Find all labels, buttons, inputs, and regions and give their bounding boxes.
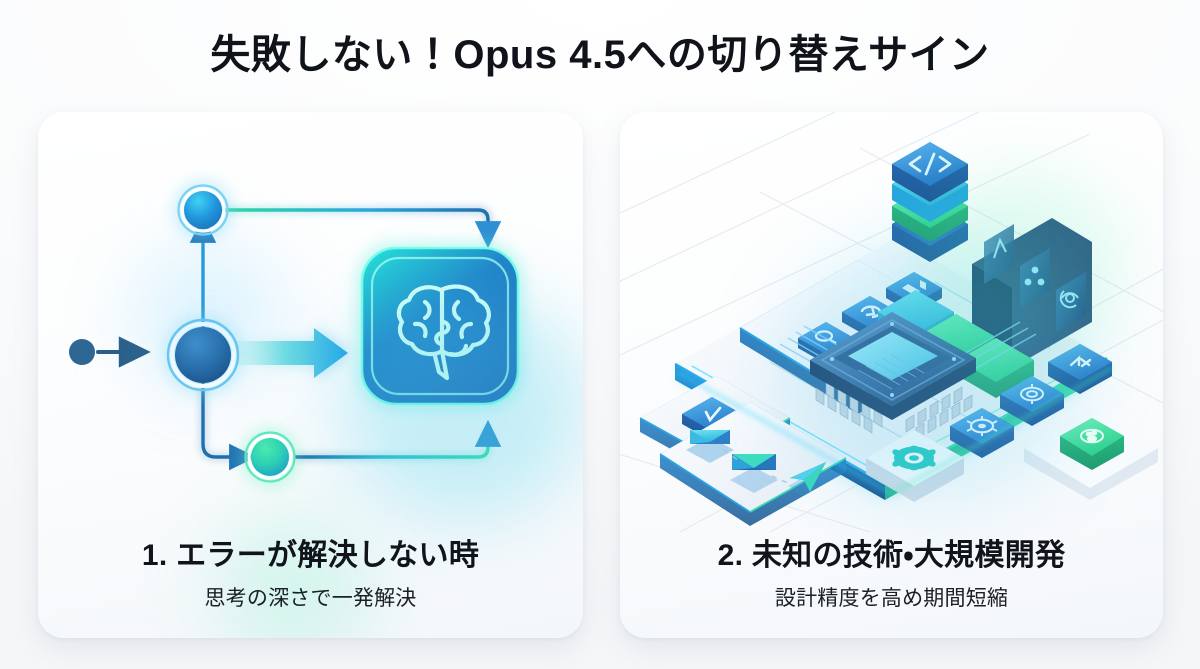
- path-hub-to-bottom: [198, 368, 257, 471]
- path-top-branch: [218, 205, 502, 249]
- monitor-icon: [993, 237, 1079, 309]
- settings-tile: [950, 408, 1014, 458]
- main-flow-arrow: [234, 326, 350, 380]
- shield-icon: [1080, 428, 1104, 444]
- shield-tile: [1060, 418, 1124, 470]
- brain-icon-panel: [356, 242, 524, 410]
- target-icon: [1020, 384, 1044, 404]
- card-right-captions: 2. 未知の技術・大規模開発 設計精度を高め期間短縮: [620, 530, 1163, 612]
- stack-block-green-2: [958, 338, 1034, 398]
- cpu-chip: [779, 312, 1037, 441]
- path-bottom-branch: [294, 419, 502, 462]
- isometric-platform-illustration: [620, 112, 1163, 533]
- card-right-subtitle: 設計精度を高め期間短縮: [774, 587, 1009, 610]
- code-icon: [908, 152, 952, 176]
- isometric-scene-svg: [620, 112, 1163, 533]
- refresh-icon: [860, 305, 882, 319]
- start-dot-node: [69, 336, 151, 368]
- branch-node-top: [173, 180, 233, 240]
- brain-icon: [396, 284, 491, 381]
- gear-icon: [966, 416, 998, 436]
- card-left-subtitle: 思考の深さで一発解決: [204, 587, 417, 610]
- gear-icon: [892, 445, 936, 471]
- flow-diagram-svg: [69, 180, 524, 487]
- card-left-title: 1. エラーが解決しない時: [141, 539, 480, 572]
- branch-tile: [1048, 344, 1112, 394]
- card-unknown-tech[interactable]: 2. 未知の技術・大規模開発 設計精度を高め期間短縮: [620, 112, 1163, 638]
- send-tile: [788, 462, 832, 496]
- search-icon: [814, 330, 837, 344]
- page-title: 失敗しない！Opus 4.5への切り替えサイン: [210, 33, 990, 77]
- code-brackets-tile: [892, 142, 968, 262]
- hub-node: [163, 315, 243, 395]
- branch-node-bottom: [240, 427, 300, 487]
- check-icon: [704, 406, 722, 423]
- mail-tile-b: [730, 454, 778, 493]
- mail-tile-a: [686, 430, 734, 463]
- card-left-captions: 1. エラーが解決しない時 思考の深さで一発解決: [38, 530, 583, 612]
- gear-tile: [866, 430, 964, 502]
- card-reasoning[interactable]: 1. エラーが解決しない時 思考の深さで一発解決: [38, 112, 583, 638]
- branch-icon: [1069, 355, 1092, 368]
- reasoning-flow-illustration: [38, 112, 583, 638]
- target-tile: [1000, 376, 1064, 426]
- card-right-title: 2. 未知の技術・大規模開発: [717, 539, 1066, 572]
